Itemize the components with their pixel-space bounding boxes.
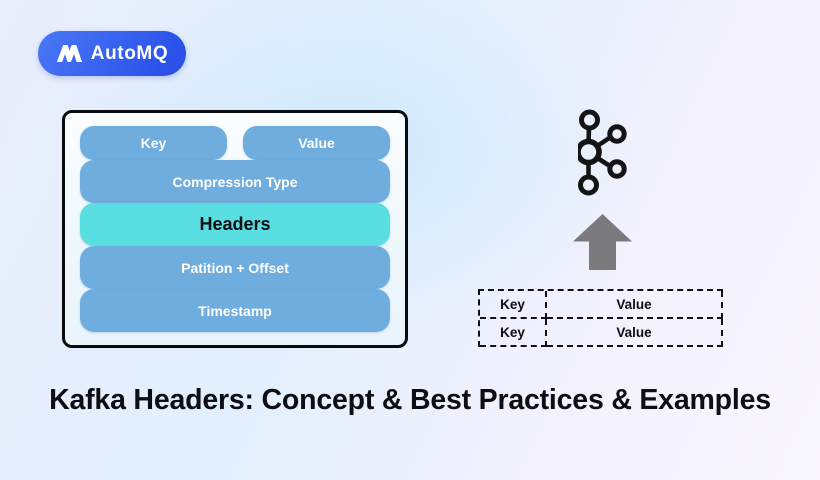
record-pill-partition-offset: Patition + Offset (80, 246, 390, 289)
record-pill-timestamp: Timestamp (80, 289, 390, 332)
brand-name: AutoMQ (90, 42, 169, 64)
record-pill-value: Value (243, 126, 390, 160)
header-value-cell: Value (547, 319, 723, 347)
kafka-logo-icon (578, 109, 627, 196)
page-title: Kafka Headers: Concept & Best Practices … (49, 384, 771, 416)
header-key-cell: Key (480, 319, 547, 347)
record-pill-key: Key (80, 126, 227, 160)
automq-m-icon (56, 44, 82, 63)
record-row-key-value: Key Value (80, 126, 390, 160)
header-key-cell: Key (480, 291, 547, 319)
up-arrow-icon (573, 214, 632, 270)
header-value-cell: Value (547, 291, 723, 319)
brand-logo: AutoMQ (38, 31, 186, 76)
record-structure-box: Key Value Compression Type Headers Patit… (62, 110, 408, 348)
record-pill-compression-type: Compression Type (80, 160, 390, 203)
record-pill-headers: Headers (80, 203, 390, 246)
headers-key-value-table: Key Value Key Value (478, 289, 723, 347)
